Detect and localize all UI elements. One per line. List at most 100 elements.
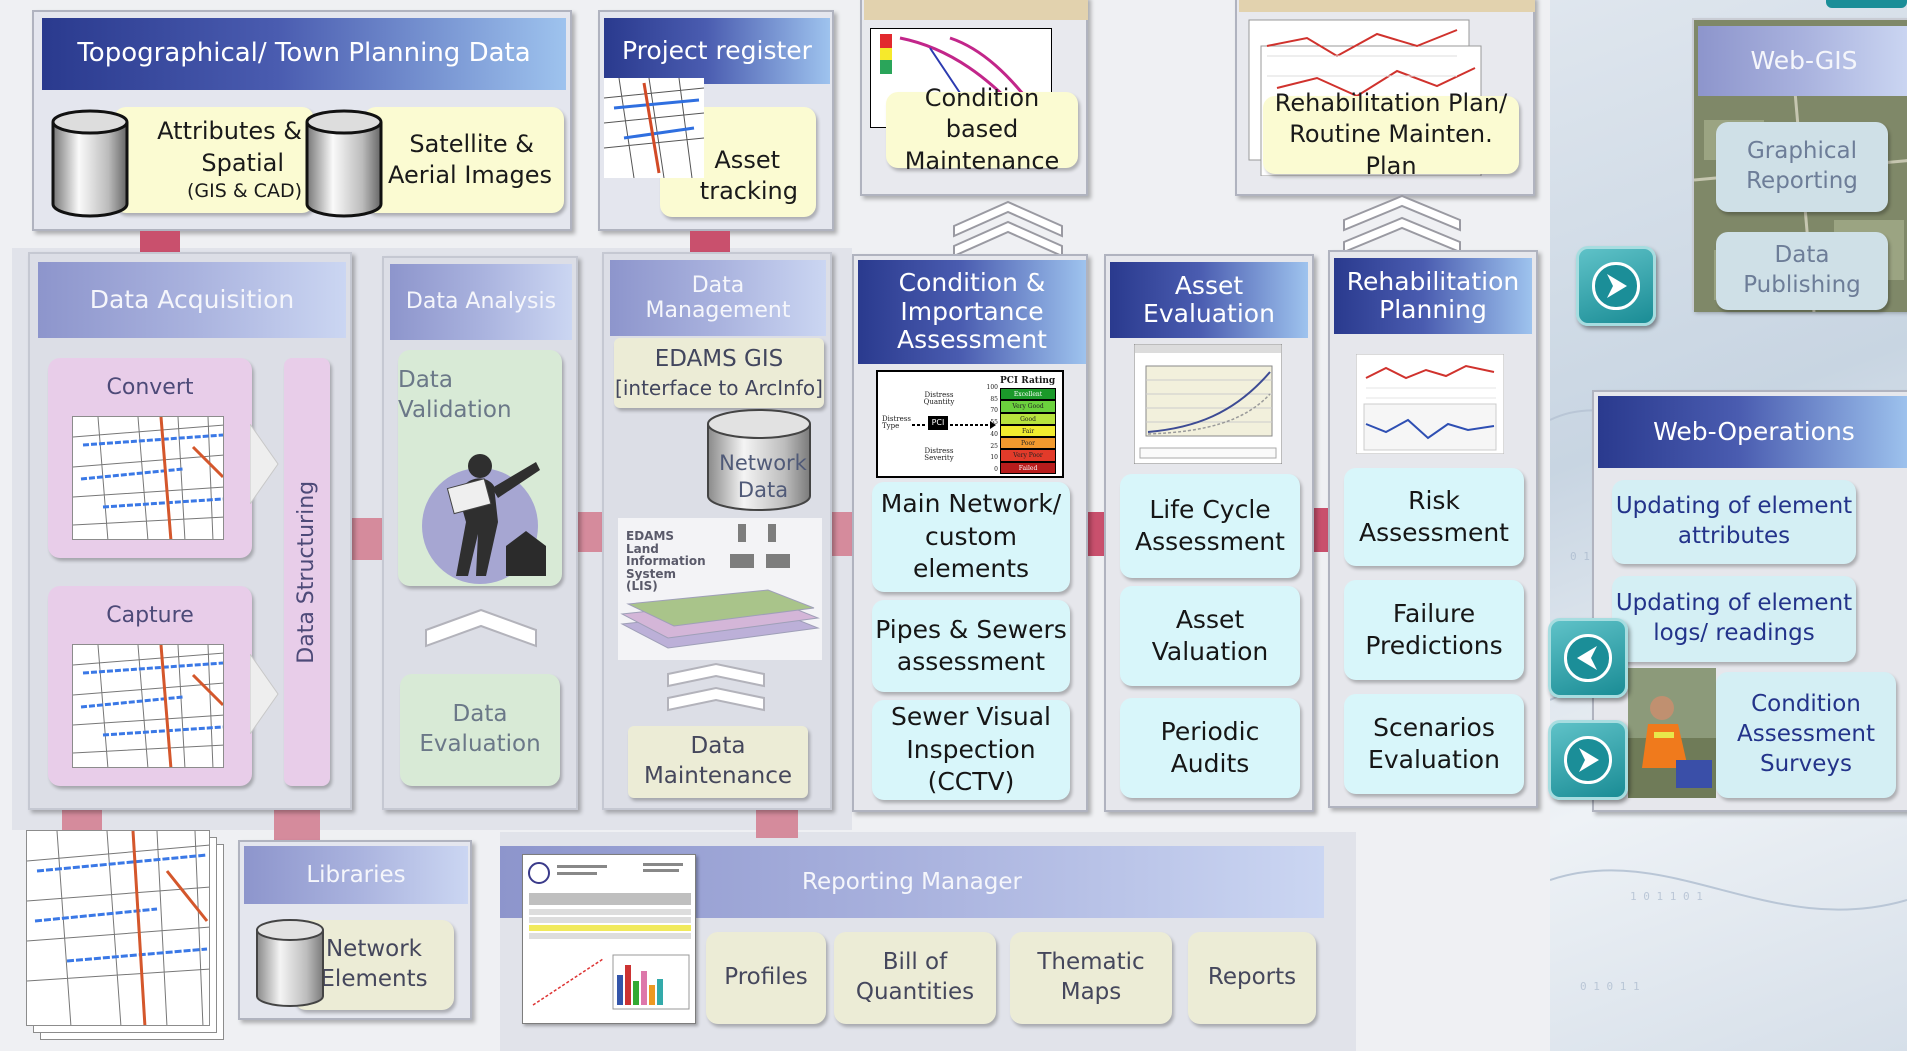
pci-tick-label: 85 bbox=[990, 395, 998, 403]
map-sheet-front bbox=[26, 830, 210, 1026]
audits-line1: Periodic bbox=[1160, 716, 1260, 746]
edams-lis-illustration bbox=[618, 518, 822, 660]
main-network-line2: custom bbox=[924, 521, 1018, 551]
graphical-reporting-card[interactable]: Graphical Reporting bbox=[1716, 122, 1888, 212]
network-elements-line1: Network bbox=[325, 936, 423, 963]
failure-predictions-card[interactable]: Failure Predictions bbox=[1344, 580, 1524, 680]
analysis-mgmt-connector bbox=[578, 512, 604, 552]
project-connector bbox=[690, 231, 730, 253]
upd-attr-line2: attributes bbox=[1677, 523, 1791, 549]
cbm-up-chevron-icon bbox=[953, 200, 1063, 258]
web-gis-panel: Web-GIS Graphical Reporting Data Publish… bbox=[1692, 18, 1907, 312]
cbm-card[interactable]: Condition based Maintenance bbox=[886, 84, 1078, 175]
scenarios-evaluation-card[interactable]: Scenarios Evaluation bbox=[1344, 694, 1524, 794]
pci-box: PCI bbox=[928, 416, 948, 430]
data-acquisition-title: Data Acquisition bbox=[89, 284, 295, 314]
rehab-plan-line1: Rehabilitation Plan/ bbox=[1274, 89, 1508, 118]
data-structuring-label: Data Structuring bbox=[293, 480, 319, 664]
upd-logs-line1: Updating of element bbox=[1615, 590, 1853, 617]
data-publishing-card[interactable]: Data Publishing bbox=[1716, 232, 1888, 310]
edams-gis-label: EDAMS GIS bbox=[654, 346, 784, 373]
asset-valuation-card[interactable]: Asset Valuation bbox=[1120, 586, 1300, 686]
asset-evaluation-chart-thumbnail bbox=[1134, 344, 1282, 464]
life-cycle-card[interactable]: Life Cycle Assessment bbox=[1120, 474, 1300, 578]
pci-tick-label: 0 bbox=[994, 466, 998, 473]
boq-line2: Quantities bbox=[855, 979, 975, 1005]
cia-title-line2: Importance bbox=[900, 296, 1044, 326]
pci-tick-label: 25 bbox=[990, 442, 998, 450]
thematic-maps-card[interactable]: Thematic Maps bbox=[1010, 932, 1172, 1024]
boq-line1: Bill of bbox=[882, 949, 948, 976]
web-ops-next-button[interactable] bbox=[1548, 720, 1628, 800]
risk-assessment-card[interactable]: Risk Assessment bbox=[1344, 468, 1524, 566]
satellite-database-icon bbox=[305, 109, 383, 218]
reports-card[interactable]: Reports bbox=[1188, 932, 1316, 1024]
cas-line3: Surveys bbox=[1760, 750, 1852, 777]
publishing-line2: Publishing bbox=[1743, 272, 1861, 298]
cbm-line1: Condition based bbox=[924, 84, 1040, 144]
topo-connector bbox=[140, 231, 180, 253]
cbm-panel: Condition based Maintenance bbox=[860, 0, 1088, 196]
attributes-spatial-card[interactable]: Attributes & Spatial (GIS & CAD) bbox=[114, 107, 314, 213]
data-analysis-header: Data Analysis bbox=[390, 264, 572, 340]
web-ops-back-button[interactable] bbox=[1548, 618, 1628, 698]
rehab-plan-card[interactable]: Rehabilitation Plan/ Routine Mainten. Pl… bbox=[1263, 89, 1519, 180]
project-register-title: Project register bbox=[622, 35, 812, 65]
pci-tick-label: 10 bbox=[990, 454, 998, 462]
pci-tick-label: 100 bbox=[986, 384, 998, 391]
pci-level: Excellent bbox=[1000, 388, 1056, 401]
maintenance-line1: Data bbox=[690, 733, 746, 760]
data-structuring-card[interactable]: Data Structuring bbox=[284, 358, 330, 786]
publishing-line1: Data bbox=[1774, 242, 1830, 269]
tracking-label: tracking bbox=[699, 176, 798, 205]
svg-text:1 0 1 1 0 1: 1 0 1 1 0 1 bbox=[1630, 890, 1703, 903]
lis-line1: EDAMS bbox=[626, 529, 675, 543]
asset-label: Asset bbox=[714, 145, 780, 174]
pipes-sewers-card[interactable]: Pipes & Sewers assessment bbox=[872, 600, 1070, 692]
profiles-card[interactable]: Profiles bbox=[706, 932, 826, 1024]
condition-surveys-card[interactable]: Condition Assessment Surveys bbox=[1716, 672, 1896, 798]
web-gis-header: Web-GIS bbox=[1698, 26, 1907, 96]
rehab-planning-title-line1: Rehabilitation bbox=[1346, 266, 1520, 296]
distress-quantity-label: Distress Quantity bbox=[923, 391, 955, 406]
acq-map-connector bbox=[62, 808, 102, 834]
topographical-panel: Topographical/ Town Planning Data Attrib… bbox=[32, 10, 572, 231]
upd-logs-line2: logs/ readings bbox=[1653, 620, 1815, 646]
attributes-database-icon bbox=[51, 109, 129, 218]
sewer-cctv-card[interactable]: Sewer Visual Inspection (CCTV) bbox=[872, 700, 1070, 800]
cas-line1: Condition bbox=[1751, 691, 1861, 718]
project-register-header: Project register bbox=[604, 18, 830, 84]
asset-evaluation-header: Asset Evaluation bbox=[1110, 262, 1308, 338]
right-arrow-icon bbox=[1606, 273, 1627, 298]
update-attributes-card[interactable]: Updating of element attributes bbox=[1612, 480, 1856, 564]
life-cycle-line1: Life Cycle bbox=[1149, 494, 1271, 524]
profiles-label: Profiles bbox=[724, 964, 808, 991]
distress-type-label: Distress Type bbox=[882, 415, 911, 430]
periodic-audits-card[interactable]: Periodic Audits bbox=[1120, 698, 1300, 798]
data-evaluation-card[interactable]: Data Evaluation bbox=[400, 674, 560, 786]
main-network-line1: Main Network/ bbox=[880, 489, 1062, 519]
topographical-header: Topographical/ Town Planning Data bbox=[42, 18, 566, 90]
main-network-line3: elements bbox=[912, 554, 1030, 584]
data-acquisition-header: Data Acquisition bbox=[38, 262, 346, 338]
cas-line2: Assessment bbox=[1737, 721, 1875, 748]
web-gis-next-button[interactable] bbox=[1576, 246, 1656, 326]
data-maintenance-card[interactable]: Data Maintenance bbox=[628, 726, 808, 798]
project-register-panel: Project register Asset tracking bbox=[598, 10, 834, 231]
pci-rating-title: PCI Rating bbox=[1000, 376, 1056, 386]
risk-line1: Risk bbox=[1408, 485, 1460, 515]
pipes-line2: assessment bbox=[896, 647, 1046, 676]
bill-of-quantities-card[interactable]: Bill of Quantities bbox=[834, 932, 996, 1024]
presenter-illustration-icon bbox=[422, 454, 546, 584]
satellite-label: Satellite & bbox=[409, 129, 534, 158]
lis-line5: (LIS) bbox=[626, 579, 658, 594]
validation-line1: Data bbox=[398, 367, 453, 393]
cia-asset-connector bbox=[1088, 512, 1104, 556]
update-logs-card[interactable]: Updating of element logs/ readings bbox=[1612, 576, 1856, 662]
main-network-card[interactable]: Main Network/ custom elements bbox=[872, 482, 1070, 592]
edams-gis-card[interactable]: EDAMS GIS [interface to ArcInfo] bbox=[614, 338, 824, 408]
satellite-aerial-card[interactable]: Satellite & Aerial Images bbox=[364, 107, 564, 213]
data-management-panel: Data Management EDAMS GIS [interface to … bbox=[602, 252, 832, 810]
network-data-database-icon bbox=[707, 409, 811, 511]
